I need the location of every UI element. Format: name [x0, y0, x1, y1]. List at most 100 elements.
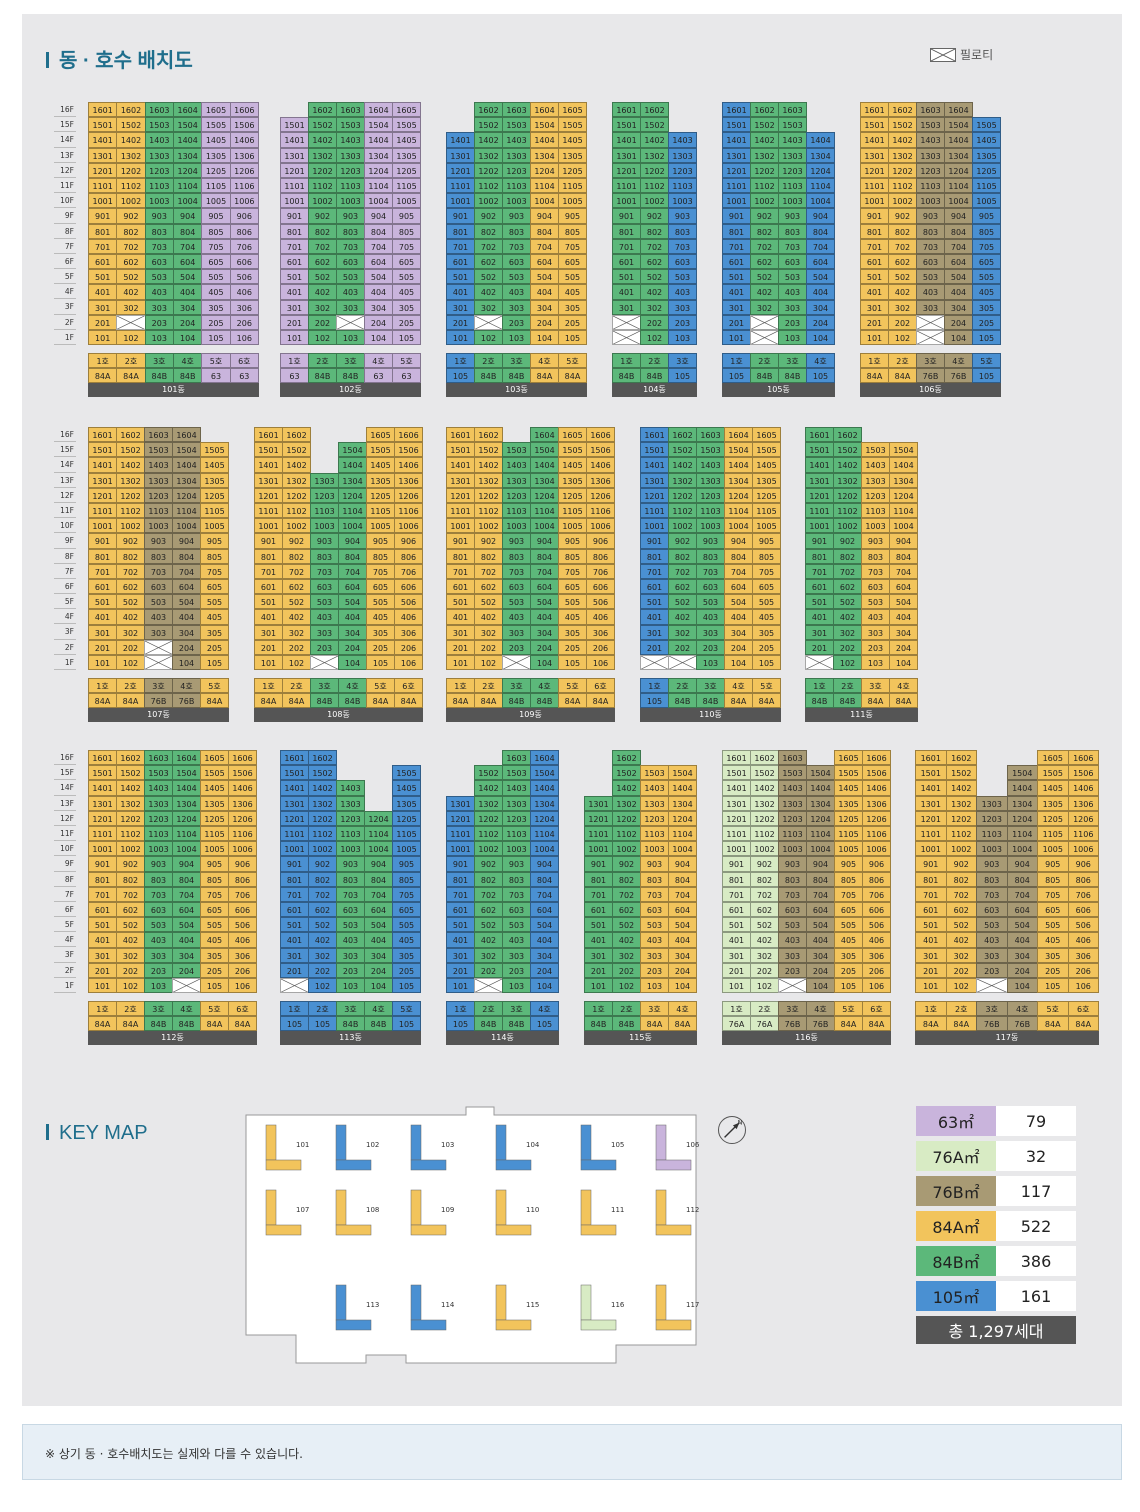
- unit-cell: 1305: [366, 472, 395, 488]
- unit-cell: 103: [144, 978, 173, 994]
- unit-cell: 505: [558, 594, 587, 610]
- unit-cell: 403: [640, 932, 669, 948]
- unit-cell: 302: [888, 299, 917, 315]
- unit-cell: 904: [530, 856, 559, 872]
- unit-cell: 1002: [116, 841, 145, 857]
- unit-cell: 1502: [612, 765, 641, 781]
- keymap-building-wing: [495, 1159, 532, 1171]
- keymap-building: [335, 1189, 347, 1226]
- floor-label: 11F: [54, 503, 76, 519]
- unit-cell: 1501: [254, 442, 283, 458]
- unit-cell: 403: [502, 932, 531, 948]
- keymap-building-label: 111: [611, 1206, 624, 1214]
- unit-cell: 1405: [392, 780, 421, 796]
- unit-cell: 401: [88, 932, 117, 948]
- unit-cell: 1303: [640, 795, 669, 811]
- unit-cell: 805: [834, 871, 863, 887]
- unit-cell: 205: [200, 962, 229, 978]
- unit-cell: 1101: [446, 503, 475, 519]
- unit-number-label: 3호: [778, 353, 807, 369]
- unit-cell: 1603: [778, 750, 807, 766]
- unit-cell: 1202: [668, 487, 697, 503]
- unit-number-label: 1호: [446, 353, 475, 369]
- unit-type-label: 76B: [172, 693, 201, 709]
- unit-cell: 204: [172, 639, 201, 655]
- unit-cell: 205: [200, 639, 229, 655]
- unit-cell: 601: [280, 902, 309, 918]
- unit-cell: 501: [254, 594, 283, 610]
- unit-cell: 205: [201, 314, 231, 330]
- unit-cell: 1402: [116, 132, 146, 148]
- unit-cell: 902: [282, 533, 311, 549]
- unit-cell: 1603: [502, 750, 531, 766]
- unit-type-label: 84A: [558, 693, 587, 709]
- unit-cell: 103: [336, 330, 365, 346]
- unit-cell: 505: [834, 917, 863, 933]
- floor-label: 1F: [54, 655, 76, 670]
- unit-cell: 1401: [805, 457, 834, 473]
- unit-cell: 305: [1037, 947, 1069, 963]
- unit-cell: 604: [806, 254, 835, 270]
- unit-cell: 101: [584, 978, 613, 994]
- unit-cell: 405: [200, 932, 229, 948]
- unit-cell: 1504: [668, 765, 697, 781]
- piloti-cell: [750, 330, 779, 346]
- unit-cell: 306: [229, 299, 259, 315]
- unit-number-label: 1호: [88, 1001, 117, 1017]
- unit-type-label: 84B: [668, 693, 697, 709]
- unit-cell: 1204: [172, 810, 201, 826]
- unit-cell: 1101: [88, 178, 118, 194]
- unit-cell: 504: [1006, 917, 1038, 933]
- unit-cell: 403: [778, 284, 807, 300]
- unit-cell: 1301: [446, 795, 475, 811]
- unit-number-label: 2호: [945, 1001, 977, 1017]
- unit-cell: 1005: [200, 841, 229, 857]
- unit-cell: 1303: [336, 147, 365, 163]
- unit-cell: 602: [308, 902, 337, 918]
- unit-cell: 804: [172, 871, 201, 887]
- unit-cell: 1402: [612, 780, 641, 796]
- unit-cell: 203: [778, 962, 807, 978]
- unit-cell: 403: [861, 609, 890, 625]
- unit-cell: 503: [144, 594, 173, 610]
- unit-type-label: 84B: [612, 1016, 641, 1032]
- unit-cell: 103: [696, 655, 725, 671]
- unit-cell: 1101: [280, 826, 309, 842]
- unit-cell: 1402: [750, 780, 779, 796]
- unit-cell: 602: [116, 902, 145, 918]
- unit-cell: 1303: [310, 472, 339, 488]
- keymap-building: [265, 1189, 277, 1226]
- unit-cell: 1603: [144, 750, 173, 766]
- unit-count: 522: [996, 1211, 1076, 1241]
- unit-cell: 1002: [833, 518, 862, 534]
- unit-cell: 804: [364, 223, 393, 239]
- unit-cell: 1101: [88, 826, 117, 842]
- unit-cell: 1302: [116, 147, 146, 163]
- unit-cell: 103: [861, 655, 890, 671]
- unit-cell: 903: [310, 533, 339, 549]
- unit-cell: 803: [668, 223, 697, 239]
- unit-cell: 805: [752, 548, 781, 564]
- unit-cell: 1201: [612, 162, 641, 178]
- unit-cell: 501: [584, 917, 613, 933]
- unit-cell: 605: [558, 579, 587, 595]
- unit-cell: 405: [200, 609, 229, 625]
- unit-cell: 1401: [722, 132, 751, 148]
- unit-cell: 901: [446, 533, 475, 549]
- unit-number-label: 2호: [668, 678, 697, 694]
- unit-cell: 401: [915, 932, 947, 948]
- unit-cell: 1302: [282, 472, 311, 488]
- unit-cell: 101: [860, 330, 889, 346]
- unit-number-label: 5호: [392, 353, 421, 369]
- unit-cell: 1006: [229, 193, 259, 209]
- unit-number-label: 5호: [392, 1001, 421, 1017]
- total-households: 총 1,297세대: [916, 1316, 1076, 1344]
- unit-cell: 1401: [446, 457, 475, 473]
- unit-cell: 801: [88, 548, 117, 564]
- unit-number-label: 2호: [474, 678, 503, 694]
- unit-cell: 705: [558, 563, 587, 579]
- unit-cell: 706: [228, 886, 257, 902]
- unit-number-label: 4호: [172, 1001, 201, 1017]
- unit-cell: 1502: [116, 117, 146, 133]
